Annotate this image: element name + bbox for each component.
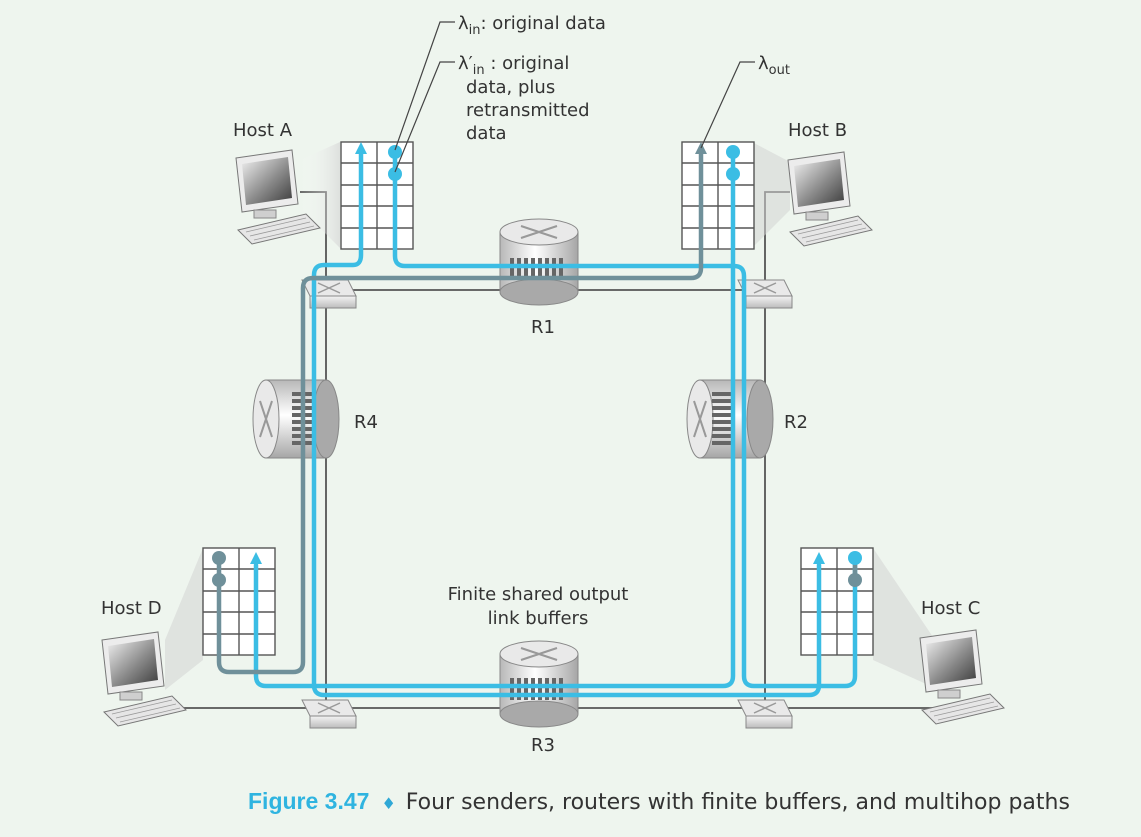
figure-caption: Figure 3.47 ♦ Four senders, routers with f… — [248, 788, 1070, 815]
switch-top-right-icon — [737, 279, 793, 309]
switch-top-left-icon — [301, 279, 357, 309]
lambda-in-prime-line2: data, plus — [466, 77, 555, 98]
caption-separator: ♦ — [381, 794, 395, 813]
host-b-computer-icon — [787, 151, 873, 247]
router-r4-label: R4 — [354, 412, 378, 433]
buffer-grid-host-c — [800, 547, 874, 656]
path-c-to-a-light — [311, 149, 822, 698]
buffers-label-line1: Finite shared output — [448, 584, 629, 605]
path-a-to-b-gray — [216, 149, 704, 675]
lambda-in-label: λin: original data — [458, 13, 606, 38]
lambda-out-label: λout — [758, 53, 790, 78]
host-d-label: Host D — [101, 598, 162, 619]
figure-number: Figure 3.47 — [248, 788, 369, 814]
switch-bottom-left-icon — [301, 699, 357, 729]
switch-bottom-right-icon — [737, 699, 793, 729]
router-r2-icon — [686, 379, 774, 459]
annotation-leaders — [394, 21, 755, 173]
path-b-to-d-light — [253, 149, 736, 689]
host-buffer-wedges — [165, 142, 935, 690]
router-r2-label: R2 — [784, 412, 808, 433]
host-a-label: Host A — [233, 120, 293, 141]
router-r1-icon — [499, 218, 579, 306]
path-source-dots — [212, 145, 862, 587]
caption-text: Four senders, routers with finite buffer… — [406, 790, 1070, 815]
buffer-grid-host-b — [681, 141, 755, 250]
router-r4-icon — [252, 379, 340, 459]
buffer-grid-host-d — [202, 547, 276, 656]
buffer-grid-host-a — [340, 141, 414, 250]
lambda-in-prime-label: λ′in : original — [458, 53, 569, 78]
buffers-label-line2: link buffers — [488, 608, 589, 629]
router-r3-label: R3 — [531, 735, 555, 756]
link-host-b — [764, 191, 790, 708]
router-r1-label: R1 — [531, 317, 555, 338]
host-b-label: Host B — [788, 120, 847, 141]
host-d-computer-icon — [101, 631, 187, 727]
path-a-to-c-light — [392, 149, 858, 689]
path-arrowheads — [250, 142, 825, 564]
host-c-label: Host C — [921, 598, 980, 619]
host-c-computer-icon — [919, 629, 1005, 725]
lambda-in-prime-line3: retransmitted — [466, 100, 590, 121]
lambda-in-prime-line4: data — [466, 123, 507, 144]
host-a-computer-icon — [235, 149, 321, 245]
